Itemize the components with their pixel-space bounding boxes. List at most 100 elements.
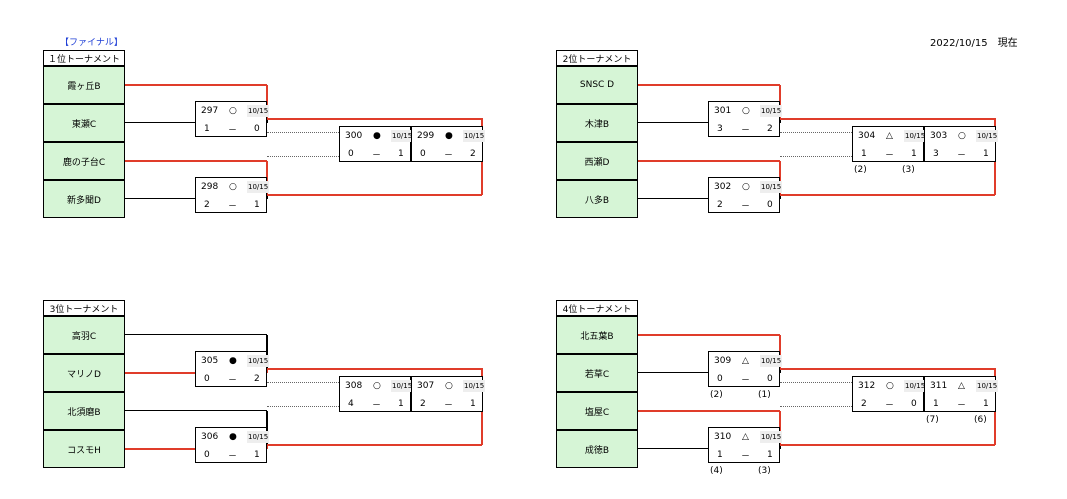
match-number: 312	[858, 381, 876, 391]
bracket-line	[779, 161, 781, 195]
bracket-line	[994, 118, 996, 127]
final-label: 【ファイナル】	[60, 38, 123, 48]
bracket-line	[779, 411, 781, 445]
score-left: 2	[420, 399, 426, 409]
team-cell: 若草C	[556, 354, 638, 392]
match-date: 10/15	[247, 431, 270, 443]
score-left: 4	[348, 399, 354, 409]
result-mark: △	[742, 356, 749, 366]
match-number: 297	[201, 106, 219, 116]
score-left: 1	[933, 399, 939, 409]
match-number: 311	[930, 381, 948, 391]
result-mark: ●	[229, 356, 237, 366]
bracket-line	[994, 368, 996, 377]
match-number: 298	[201, 182, 219, 192]
match-score: 0－2	[196, 370, 266, 388]
dotted-connector	[780, 382, 852, 383]
bracket-line	[779, 85, 781, 119]
bracket-line	[125, 410, 267, 411]
team-cell: 塩屋C	[556, 392, 638, 430]
tournament-title: 2位トーナメント	[556, 50, 638, 66]
bracket-line	[481, 161, 483, 195]
match-date: 10/15	[760, 181, 783, 193]
score-right: 0	[767, 374, 773, 384]
pk-left: (7)	[926, 415, 939, 425]
result-mark: △	[886, 131, 893, 141]
team-cell: マリノD	[43, 354, 125, 392]
match-number: 305	[201, 356, 219, 366]
score-left: 3	[717, 124, 723, 134]
match-score: 2－1	[196, 196, 266, 214]
match-score: 1－1	[853, 145, 923, 163]
match-date: 10/15	[391, 380, 414, 392]
team-cell: 北須磨B	[43, 392, 125, 430]
match-header: 308○10/15	[340, 377, 414, 395]
bracket-line	[481, 411, 483, 445]
bracket-line	[266, 369, 268, 373]
match-date: 10/15	[904, 130, 927, 142]
match-header: 300●10/15	[340, 127, 414, 145]
score-left: 1	[204, 124, 210, 134]
result-mark: △	[958, 381, 965, 391]
team-cell: 八多B	[556, 180, 638, 218]
match-number: 309	[714, 356, 732, 366]
bracket-line	[267, 368, 482, 370]
result-mark: ○	[373, 381, 381, 391]
score-dash: －	[741, 451, 751, 462]
result-mark: ●	[445, 131, 453, 141]
match-number: 310	[714, 432, 732, 442]
match-header: 312○10/15	[853, 377, 927, 395]
bracket-line	[481, 118, 483, 127]
as-of-date: 2022/10/15 現在	[930, 38, 1018, 49]
match-score: 0－0	[709, 370, 779, 388]
score-dash: －	[372, 400, 382, 411]
match-score: 2－1	[412, 395, 482, 413]
bracket-line	[125, 84, 267, 86]
bracket-line	[266, 411, 268, 449]
match-number: 303	[930, 131, 948, 141]
pk-right: (3)	[758, 466, 771, 476]
pk-left: (2)	[710, 390, 723, 400]
tournament-title: １位トーナメント	[43, 50, 125, 66]
result-mark: ○	[958, 131, 966, 141]
match-score: 4－1	[340, 395, 410, 413]
match-date: 10/15	[976, 380, 999, 392]
result-mark: ○	[445, 381, 453, 391]
score-left: 0	[420, 149, 426, 159]
team-cell: 新多聞D	[43, 180, 125, 218]
bracket-line	[638, 334, 780, 336]
pk-left: (2)	[854, 165, 867, 175]
bracket-line	[266, 161, 268, 195]
match-number: 299	[417, 131, 435, 141]
dotted-connector	[780, 156, 852, 157]
bracket-line	[780, 118, 995, 120]
bracket-line	[125, 160, 267, 162]
bracket-line	[267, 444, 482, 446]
dotted-connector	[267, 406, 339, 407]
score-dash: －	[228, 125, 238, 136]
match-header: 301○10/15	[709, 102, 783, 120]
score-right: 1	[254, 200, 260, 210]
bracket-line	[267, 118, 482, 120]
tournament-title: 3位トーナメント	[43, 300, 125, 316]
bracket-line	[266, 445, 268, 449]
match-score: 1－0	[196, 120, 266, 138]
bracket-line	[994, 161, 996, 195]
match-header: 311 △ 10/15	[925, 377, 999, 395]
match-date: 10/15	[247, 181, 270, 193]
result-mark: △	[742, 432, 749, 442]
match-number: 306	[201, 432, 219, 442]
match-date: 10/15	[760, 105, 783, 117]
result-mark: ○	[229, 106, 237, 116]
tournament-title: 4位トーナメント	[556, 300, 638, 316]
bracket-line	[994, 411, 996, 445]
match-date: 10/15	[247, 105, 270, 117]
team-cell: SNSC D	[556, 66, 638, 104]
team-cell: 西瀬D	[556, 142, 638, 180]
score-right: 2	[254, 374, 260, 384]
